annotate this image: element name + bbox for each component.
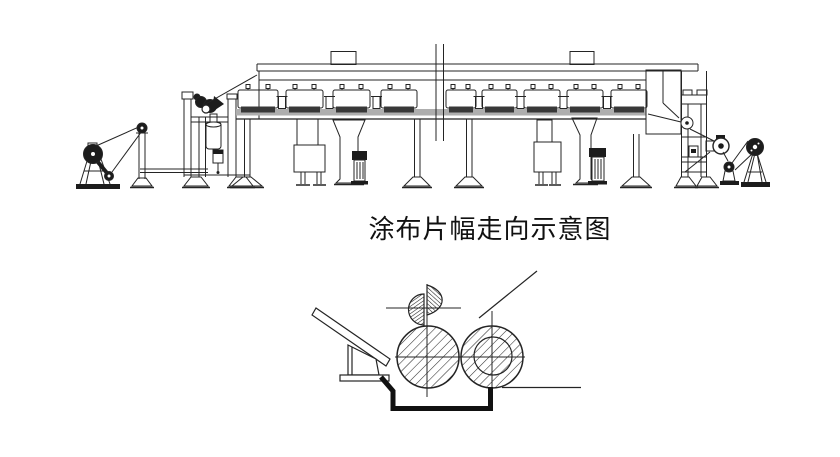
exhaust-cluster-left [293, 118, 368, 186]
feed-chute-assembly [311, 307, 391, 382]
figure-caption: 涂布片幅走向示意图 [368, 215, 611, 244]
top-air-duct [256, 63, 699, 72]
center-lines [386, 284, 525, 397]
fan-box [330, 51, 357, 65]
impregnation-cylinder [205, 113, 224, 174]
oven-table [236, 106, 646, 120]
web-from-oven [647, 113, 682, 123]
oven-cover-panels [237, 84, 648, 109]
guide-roller-post [130, 122, 154, 189]
feed-chute [311, 307, 391, 367]
web-into-oven [203, 74, 258, 106]
winder [720, 138, 770, 187]
chute-base-plate [339, 374, 390, 382]
backing-roll-core [473, 336, 513, 376]
panel-spacer-posts [276, 96, 613, 109]
exhaust-cluster-right [533, 117, 607, 186]
web-path-infeed [95, 125, 208, 173]
doctor-segment [426, 284, 443, 316]
unwind-stand [76, 142, 120, 189]
coating-roll-cluster [193, 93, 224, 114]
machine-legs [230, 119, 652, 189]
end-cabinet [645, 69, 682, 135]
exhaust-duct [296, 118, 319, 146]
exhaust-box [293, 144, 326, 173]
blower-motor [351, 151, 368, 185]
outfeed-head [647, 71, 730, 189]
doctor-roll [407, 293, 425, 326]
fan-box [569, 51, 595, 65]
coating-head [181, 74, 258, 189]
machine-elevation-view [76, 44, 770, 189]
blower-motor [588, 148, 607, 185]
web-lines [478, 270, 581, 389]
coater-detail-view [311, 270, 581, 411]
exhaust-duct [536, 119, 553, 143]
unwind-base-plate [76, 184, 120, 189]
exhaust-box [533, 141, 562, 173]
coating-pan [379, 375, 493, 411]
break-lines [435, 44, 444, 141]
drying-oven [230, 44, 699, 189]
